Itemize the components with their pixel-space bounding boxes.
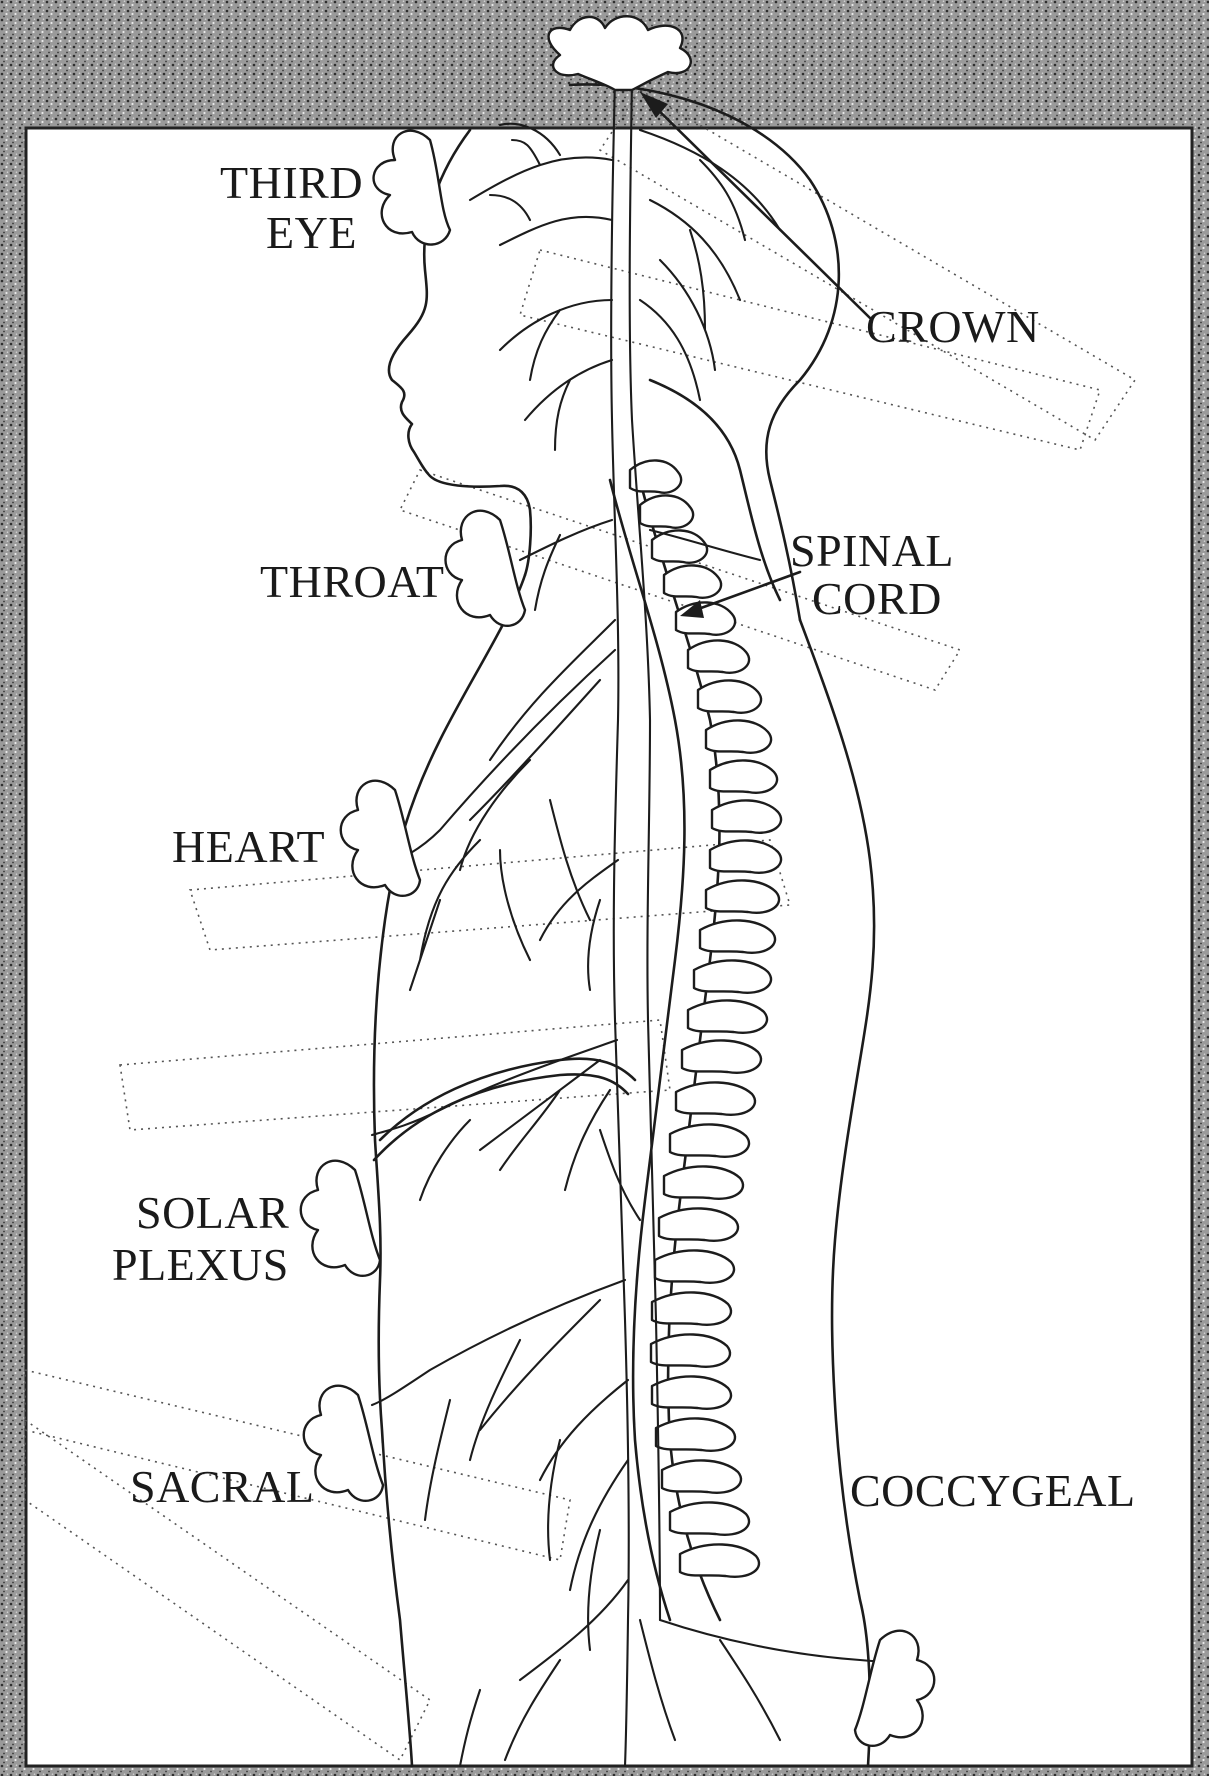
vertebra [670, 1124, 749, 1156]
label-spinal-line1: SPINAL [790, 525, 954, 576]
vertebra [652, 530, 707, 562]
label-third-eye-line1: THIRD [220, 157, 363, 208]
vertebra [694, 960, 771, 992]
vertebra [659, 1208, 738, 1240]
label-coccygeal: COCCYGEAL [850, 1465, 1136, 1516]
label-sacral: SACRAL [130, 1461, 314, 1512]
vertebra [630, 460, 681, 492]
label-solar-plexus-line1: SOLAR [136, 1187, 289, 1238]
vertebra [662, 1460, 741, 1492]
vertebra [640, 495, 693, 527]
vertebra [710, 760, 777, 792]
vertebra [688, 640, 749, 672]
vertebra [664, 565, 721, 597]
label-crown: CROWN [866, 301, 1040, 352]
label-heart: HEART [172, 821, 325, 872]
vertebra [700, 920, 775, 952]
vertebra [655, 1250, 734, 1282]
vertebra [688, 1000, 767, 1032]
label-spinal-line2: CORD [812, 573, 942, 624]
label-third-eye-line2: EYE [266, 207, 357, 258]
vertebra [698, 680, 761, 712]
vertebra [710, 840, 781, 872]
vertebra [680, 1544, 759, 1576]
vertebra [652, 1292, 731, 1324]
vertebra [682, 1040, 761, 1072]
label-throat: THROAT [260, 556, 444, 607]
vertebra [676, 1082, 755, 1114]
vertebra [664, 1166, 743, 1198]
label-solar-plexus-line2: PLEXUS [112, 1239, 289, 1290]
vertebra [706, 720, 771, 752]
vertebra [712, 800, 781, 832]
vertebra [656, 1418, 735, 1450]
vertebra [652, 1376, 731, 1408]
vertebra [670, 1502, 749, 1534]
vertebra [706, 880, 779, 912]
vertebra [651, 1334, 730, 1366]
